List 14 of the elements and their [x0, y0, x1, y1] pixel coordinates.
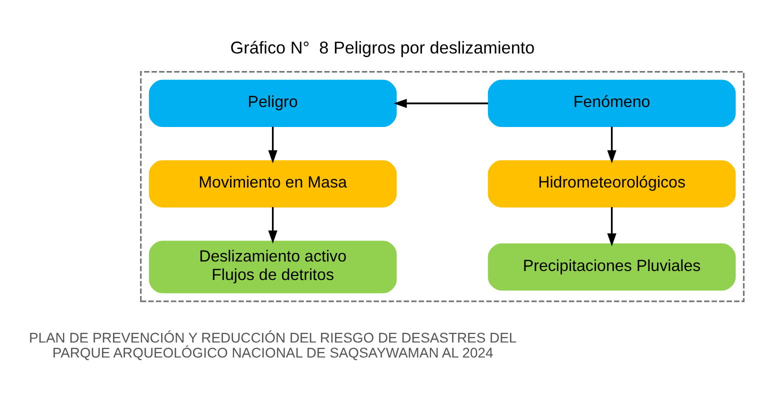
caption: PLAN DE PREVENCIÓN Y REDUCCIÓN DEL RIESGO DE DESASTRES DEL PARQUE ARQUEOLÓGICO NACIONAL DE SAQSAYWAMAN AL 2024 [28, 330, 517, 361]
arrow [394, 98, 488, 108]
diagram-title: Gráfico N° 8 Peligros por deslizamiento [230, 37, 535, 58]
arrow [607, 126, 616, 164]
node-box: Hidrometeorológicos [488, 160, 736, 208]
node-box: Precipitaciones Pluviales [488, 243, 736, 291]
node-box: Deslizamiento activo Flujos de detritos [148, 240, 397, 294]
arrow [268, 207, 278, 244]
arrow [268, 126, 278, 164]
node-box: Movimiento en Masa [148, 160, 397, 208]
arrow [607, 207, 616, 246]
node-box: Peligro [148, 80, 397, 128]
cluster [140, 70, 745, 302]
node-box: Fenómeno [488, 80, 736, 128]
